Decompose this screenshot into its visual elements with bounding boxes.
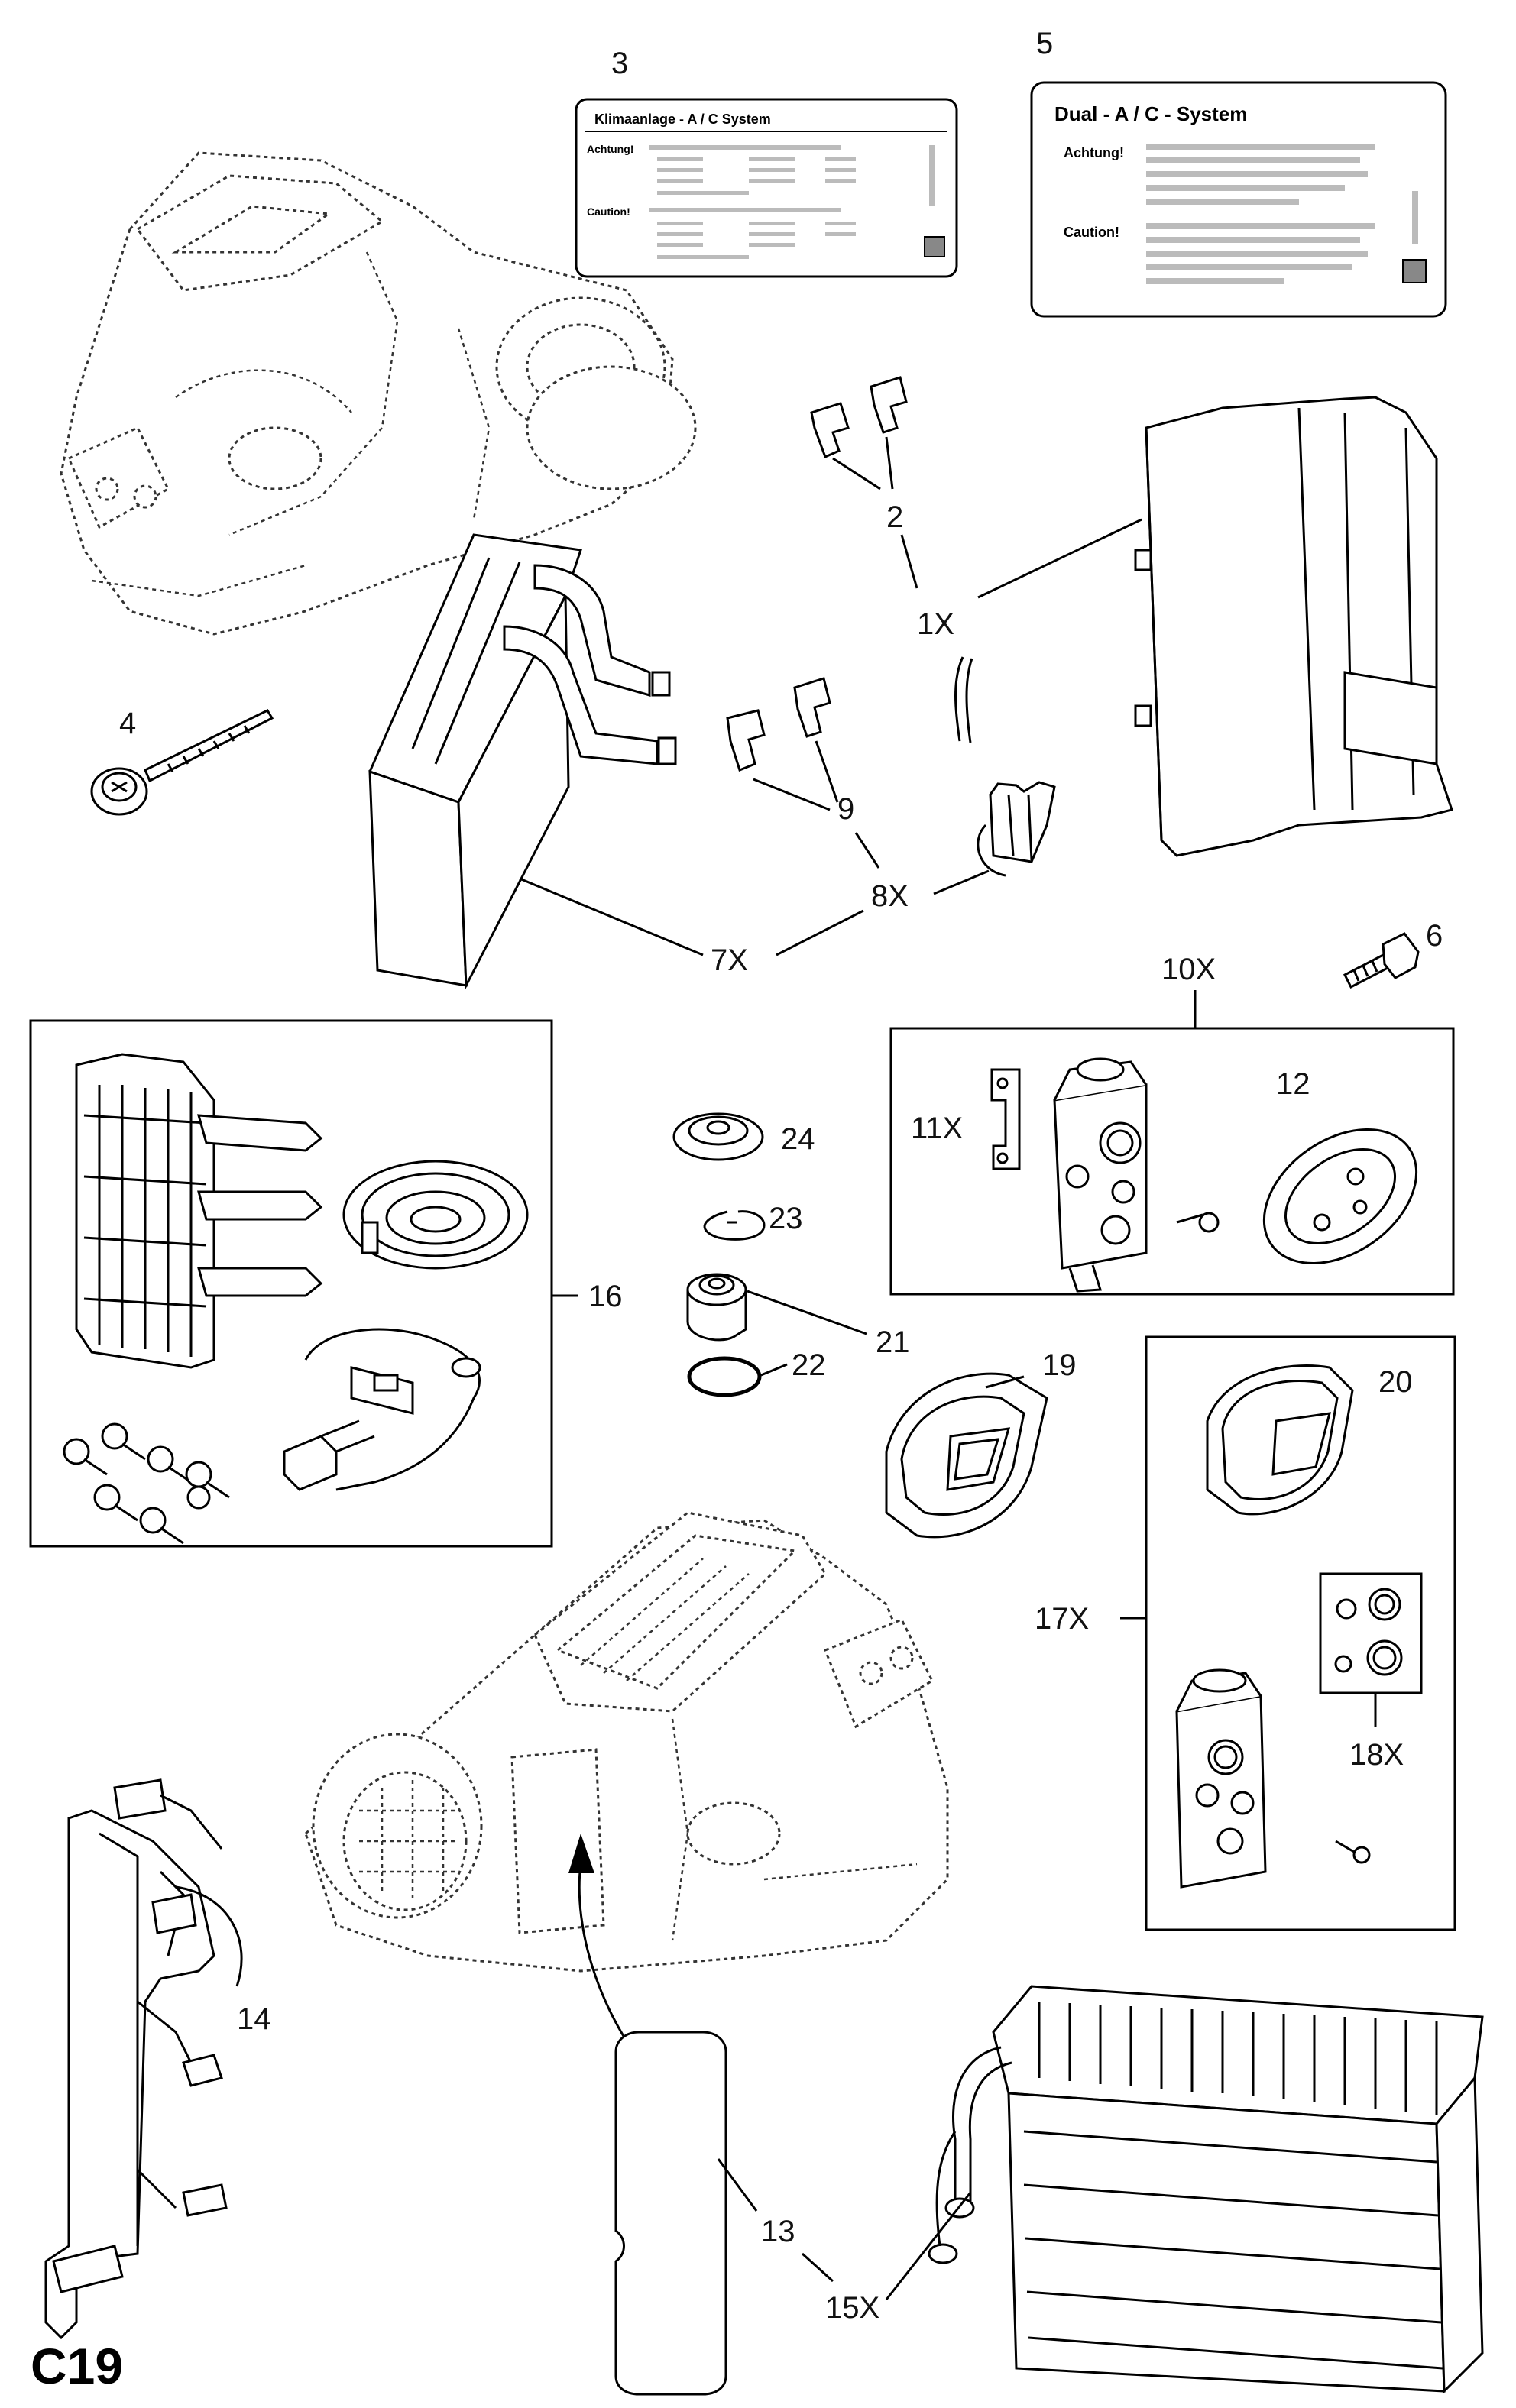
gasket-part-12 xyxy=(1262,1128,1418,1264)
label-3-achtung: Achtung! xyxy=(587,143,633,155)
leader-7x-b xyxy=(776,909,864,956)
callout-23: 23 xyxy=(769,1202,803,1235)
callout-24: 24 xyxy=(781,1122,815,1156)
label-plate-5: Dual - A / C - System Achtung! Caution! xyxy=(1030,81,1447,318)
leader-8x xyxy=(933,869,990,895)
kit-parts-16 xyxy=(63,1053,529,1545)
sensor-part-8x xyxy=(954,656,1056,877)
expansion-valve-in-kit-17x xyxy=(1175,1668,1371,1889)
kit-box-16 xyxy=(29,1019,553,1548)
callout-21: 21 xyxy=(876,1325,910,1359)
callout-5: 5 xyxy=(1036,27,1053,60)
callout-16: 16 xyxy=(588,1280,623,1313)
seal-frame-part-19 xyxy=(885,1372,1048,1539)
service-kit-box-17x xyxy=(1145,1335,1456,1931)
callout-19: 19 xyxy=(1042,1348,1077,1382)
callout-22: 22 xyxy=(792,1348,826,1382)
leader-2-a xyxy=(832,457,881,490)
o-ring-set-part-18x xyxy=(1319,1572,1423,1694)
evaporator-part-7x xyxy=(368,533,677,990)
screw-part-4 xyxy=(90,709,274,816)
callout-15x: 15X xyxy=(825,2291,879,2325)
filter-part-13 xyxy=(614,2031,727,2396)
callout-3: 3 xyxy=(611,47,628,80)
leader-9-a xyxy=(753,778,831,811)
evaporator-cover-part-1x xyxy=(1134,396,1453,857)
callout-10x: 10X xyxy=(1161,953,1216,986)
leader-7x-a xyxy=(519,877,704,956)
part-21-seal xyxy=(686,1273,747,1342)
clip-part-2 xyxy=(810,376,908,459)
callout-8x: 8X xyxy=(871,879,909,913)
label-3-title: Klimaanlage - A / C System xyxy=(594,112,771,127)
callout-1x: 1X xyxy=(917,607,954,641)
callout-14: 14 xyxy=(237,2002,271,2036)
leader-9-b xyxy=(815,740,839,803)
callout-18x: 18X xyxy=(1349,1738,1404,1772)
leader-1x xyxy=(977,518,1142,599)
leader-2-1x xyxy=(900,534,918,589)
label-plate-3: Klimaanlage - A / C System Achtung! Caut… xyxy=(575,98,958,278)
callout-2: 2 xyxy=(886,500,903,534)
valve-box-10x xyxy=(889,1027,1455,1296)
callout-12: 12 xyxy=(1276,1067,1310,1101)
callout-7x: 7X xyxy=(711,943,748,977)
leader-21 xyxy=(747,1290,867,1335)
leader-13-15x xyxy=(801,2252,834,2283)
part-23-clip xyxy=(703,1210,766,1241)
leader-2-b xyxy=(885,436,894,490)
heater-housing-top-illustration xyxy=(60,151,697,636)
heater-housing-bottom-illustration xyxy=(304,1511,949,1973)
evaporator-part-15x xyxy=(928,1985,1484,2394)
callout-4: 4 xyxy=(119,707,136,740)
leader-9-8x xyxy=(854,832,880,869)
callout-11x: 11X xyxy=(911,1112,963,1145)
clip-part-9 xyxy=(726,677,831,772)
page-code: C19 xyxy=(31,2338,123,2394)
bolt-part-6 xyxy=(1343,932,1420,989)
label-5-title: Dual - A / C - System xyxy=(1054,102,1247,125)
label-3-caution: Caution! xyxy=(587,206,630,218)
callout-13: 13 xyxy=(761,2215,795,2248)
callout-6: 6 xyxy=(1426,919,1443,953)
seal-frame-part-20 xyxy=(1206,1364,1354,1516)
air-duct-part-14 xyxy=(44,1778,243,2340)
part-22-o-ring xyxy=(687,1356,762,1397)
leader-22 xyxy=(760,1363,788,1377)
part-24-grommet xyxy=(672,1112,764,1161)
label-5-achtung: Achtung! xyxy=(1064,145,1124,160)
expansion-valve-part-11x xyxy=(990,1057,1220,1293)
callout-20: 20 xyxy=(1378,1365,1413,1399)
callout-9: 9 xyxy=(837,792,854,826)
label-5-caution: Caution! xyxy=(1064,225,1119,240)
callout-17x: 17X xyxy=(1035,1602,1089,1636)
leader-19 xyxy=(985,1375,1025,1389)
leader-15x xyxy=(885,2192,972,2300)
leader-13 xyxy=(717,2158,758,2212)
